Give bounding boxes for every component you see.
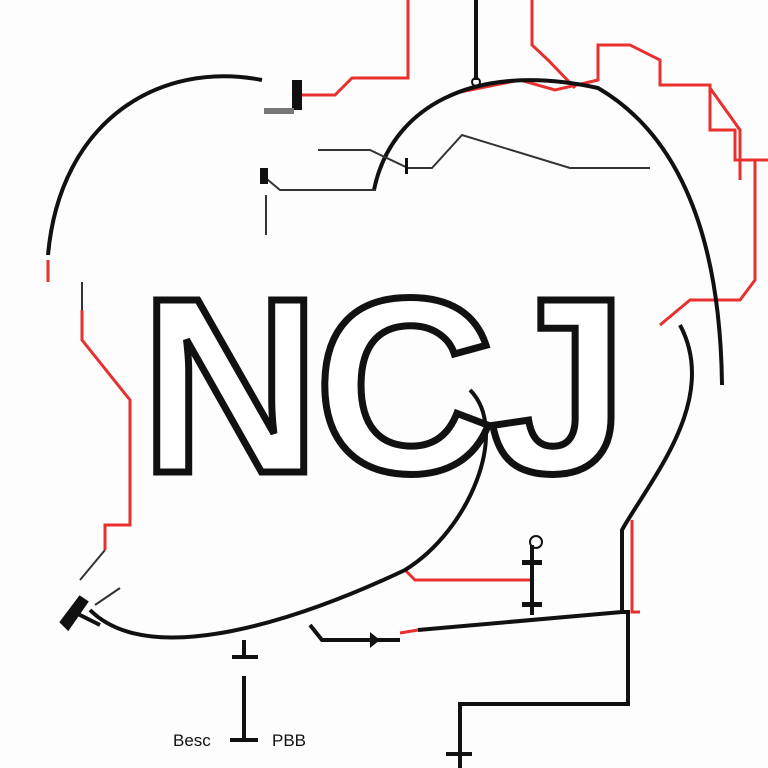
capacitor-icon [292,80,302,110]
capacitor-icon [522,560,542,565]
label-right: PBB [272,731,307,750]
arrow-icon [370,632,380,648]
node-icon [529,535,543,549]
black-wires [46,0,724,768]
label-left: Besc [173,731,211,750]
terminal-icon [260,168,268,184]
components [59,77,543,756]
logo-text: NCJ [140,246,622,525]
red-wires [46,0,768,635]
